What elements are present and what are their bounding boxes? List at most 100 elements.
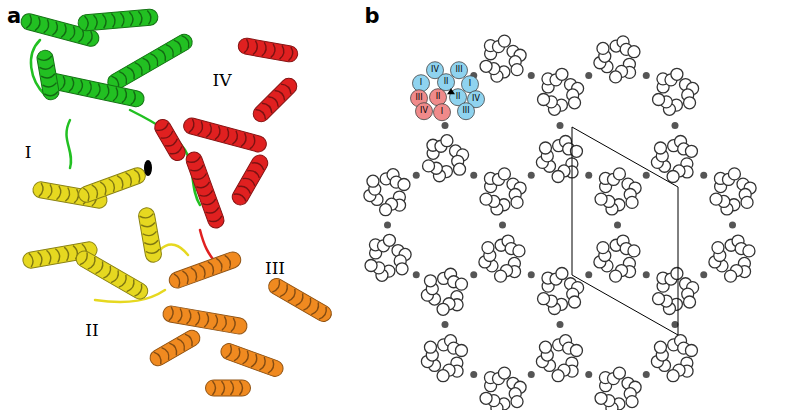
domain-blob [413,75,430,92]
helix-turn [119,70,129,84]
helix-turn [170,146,184,156]
helix-turn [83,187,91,201]
helix-turn [213,381,216,395]
helix-turn [222,381,225,395]
domain-blob [613,168,625,180]
helix-turn [35,17,42,31]
domain-label: II [436,93,441,101]
alpha-helix [250,75,300,125]
helix-turn [38,56,52,61]
domain-label: I [25,144,32,161]
helix-turn [288,289,298,303]
contact-dot [729,222,736,229]
helix-turn [213,315,218,329]
domain-blob [424,275,436,287]
domain-label: III [462,107,469,115]
alpha-helix [147,327,203,368]
helix-turn [182,34,192,48]
helix-turn [259,357,267,371]
helix-turn [182,270,190,284]
alpha-helix [250,75,300,125]
helix-turn [146,249,160,254]
contact-dot [528,72,535,79]
domain-blob [741,196,753,208]
helix-turn [169,342,179,356]
helix-turn [195,312,200,326]
alpha-helix [167,250,243,291]
contact-dot [413,271,420,278]
domain-blob [416,103,433,120]
helix-turn [122,89,128,103]
domain-blob [513,245,525,257]
contact-dot [672,321,679,328]
helix-turn [268,360,276,374]
alpha-helix [229,152,270,208]
contact-dot [384,222,391,229]
helix-turn [253,41,258,55]
domain-label: IV [420,107,428,115]
helix-turn [268,95,280,107]
helix-turn [52,22,59,36]
helix-turn [243,351,251,365]
trimer-lattice [364,35,756,410]
helix-turn [69,78,75,92]
alpha-helix [73,248,150,302]
helix-turn [187,157,201,165]
helix-turn [61,24,68,38]
helix-turn [262,101,274,113]
domain-blob [671,68,683,80]
domain-blob [667,171,679,183]
domain-blob [712,242,724,254]
loop-strand [200,230,215,262]
domain-blob [538,94,550,106]
domain-blob [654,142,666,154]
domain-blob [538,293,550,305]
domain-blob [423,160,435,172]
contact-dot [585,271,592,278]
helix-turn [113,87,119,101]
helix-turn [134,169,142,183]
domain-label: I [469,80,471,88]
helix-turn [150,52,160,66]
alpha-helix [73,248,150,302]
protein-ribbon [19,9,334,396]
domain-blob [539,142,551,154]
helix-turn [251,354,259,368]
domain-blob [684,296,696,308]
alpha-helix [184,150,226,231]
helix-turn [80,252,90,266]
alpha-helix [36,49,60,101]
helix-turn [243,176,257,186]
helix-turn [238,184,252,194]
alpha-helix [237,37,299,63]
helix-turn [87,31,94,45]
helix-turn [96,84,102,98]
domain-label: III [415,94,422,102]
helix-turn [224,128,231,142]
helix-turn [44,19,51,33]
domain-blob [743,245,755,257]
helix-turn [198,121,205,135]
helix-turn [303,298,313,312]
helix-turn [216,257,224,271]
alpha-helix [266,276,335,325]
alpha-helix [44,72,145,108]
domain-blob [653,293,665,305]
helix-turn [143,231,157,236]
contact-dot [528,371,535,378]
helix-turn [296,293,306,307]
helix-turn [199,264,207,278]
helix-turn [48,184,53,198]
contact-dot [643,172,650,179]
helix-turn [234,348,242,362]
helix-turn [178,309,183,323]
helix-turn [162,346,172,360]
domain-blob [511,196,523,208]
helix-turn [231,381,234,395]
helix-turn [206,207,220,215]
domain-blob [396,263,408,275]
helix-turn [29,253,34,267]
alpha-helix [237,37,299,63]
domain-label: III [265,260,285,277]
helix-turn [39,183,44,197]
